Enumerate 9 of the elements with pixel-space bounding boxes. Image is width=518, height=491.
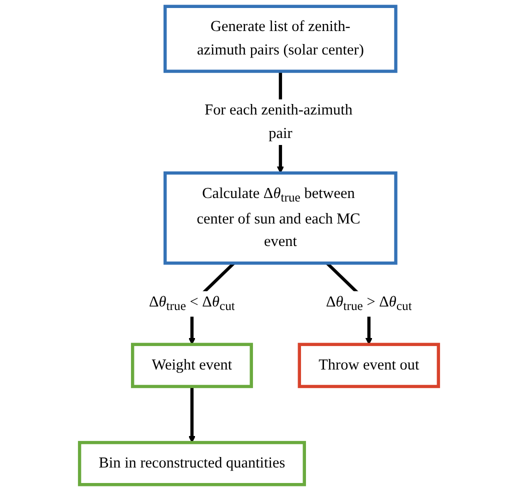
node-box: Generate list of zenith-azimuth pairs (solar center)	[164, 4, 398, 73]
node-box: Weight event	[130, 342, 253, 388]
node-box: Bin in reconstructed quantities	[78, 440, 306, 486]
arrow	[188, 386, 196, 443]
edge-label: Δθ$_{true}$ > Δθ$_{cut}$	[326, 294, 412, 314]
edge-label: For each zenith-azimuth pair	[204, 102, 352, 142]
node-box: Calculate Δθ$_{true}$ between center of sun and each MC event	[164, 171, 398, 265]
node-box: Throw event out	[298, 342, 440, 388]
edge-label: Δθ$_{true}$ < Δθ$_{cut}$	[149, 294, 235, 314]
